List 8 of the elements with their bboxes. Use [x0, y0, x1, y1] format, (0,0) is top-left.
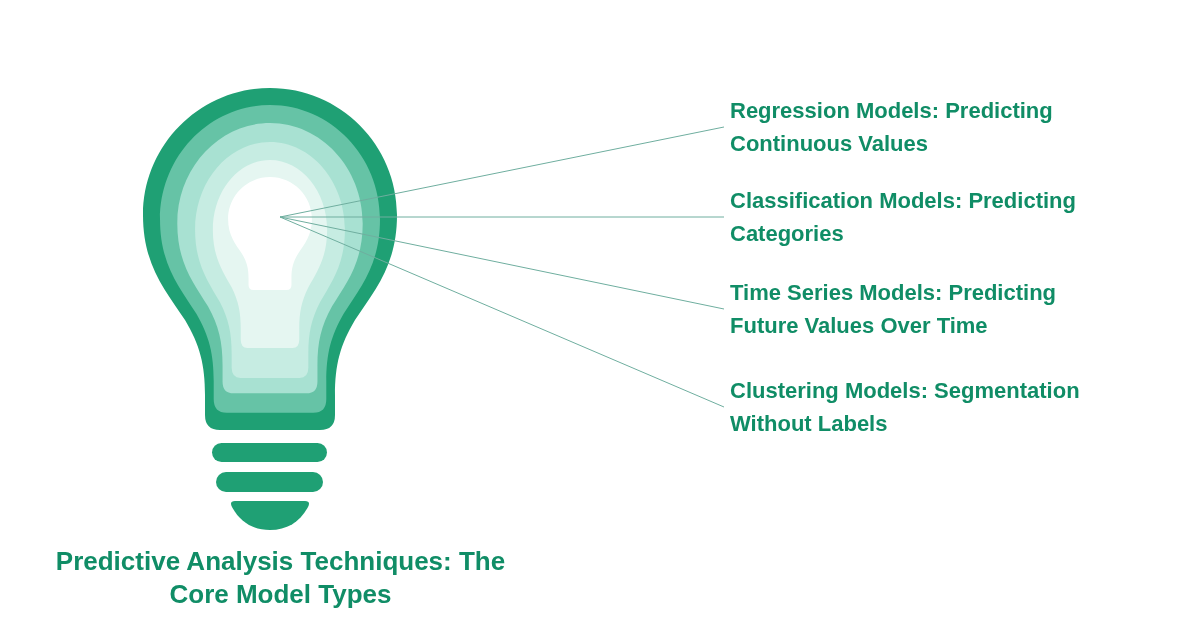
- diagram-title: Predictive Analysis Techniques: The Core Model Types: [55, 545, 506, 611]
- callout-label: Time Series Models: Predicting Future Values Over Time: [724, 276, 1058, 342]
- lightbulb-illustration: [143, 86, 399, 532]
- leader-line: [279, 216, 725, 408]
- leader-line: [279, 216, 725, 218]
- callout-label: Clustering Models: Segmentation Without Labels: [724, 374, 1081, 440]
- callout-label: Classification Models: Predicting Categories: [724, 184, 1077, 250]
- callout-label: Regression Models: Predicting Continuous Values: [724, 94, 1054, 160]
